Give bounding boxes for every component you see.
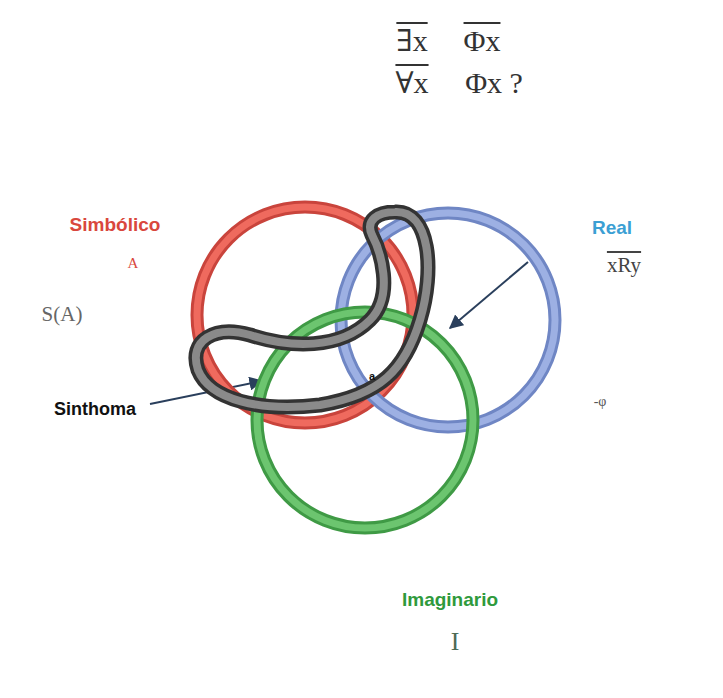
text-holder: ∃x xyxy=(396,24,427,57)
formula: Φx xyxy=(464,24,501,57)
text-holder: Imaginario xyxy=(402,590,498,611)
ring-symbol: xRy xyxy=(607,254,641,277)
matheme: S(A) xyxy=(42,303,83,326)
text-holder: Real xyxy=(592,218,632,239)
text-holder: I xyxy=(451,628,460,657)
text-holder: xRy xyxy=(607,254,641,277)
band-outline xyxy=(180,190,450,430)
ring-label: Simbólico xyxy=(70,215,161,236)
text-holder: -φ xyxy=(594,392,607,410)
band-stroke xyxy=(196,212,428,407)
ring-label: Real xyxy=(592,218,632,239)
sinthome-band: Sinthoma xyxy=(180,190,450,430)
object-letter: a xyxy=(369,370,375,382)
band-label: Sinthoma xyxy=(54,400,136,420)
text-holder: S(A) xyxy=(42,303,83,326)
text-holder: A xyxy=(128,254,139,272)
ring-label: Imaginario xyxy=(402,590,498,611)
matheme: -φ xyxy=(594,394,607,409)
formula: ∀x xyxy=(395,66,428,99)
text-holder: Sinthoma xyxy=(54,400,136,420)
text-holder: ∀x xyxy=(395,66,428,99)
text-holder: Φx ? xyxy=(465,66,523,99)
formula: Φx ? xyxy=(465,66,523,99)
text-holder: Simbólico xyxy=(70,215,161,236)
leader-line xyxy=(450,262,528,328)
text-holder: a xyxy=(369,366,375,384)
formula: ∃x xyxy=(396,24,427,57)
text-holder: Φx xyxy=(464,24,501,57)
band-stroke xyxy=(196,212,428,407)
ring-symbol: I xyxy=(451,628,460,657)
ring-symbol: A xyxy=(128,255,139,272)
